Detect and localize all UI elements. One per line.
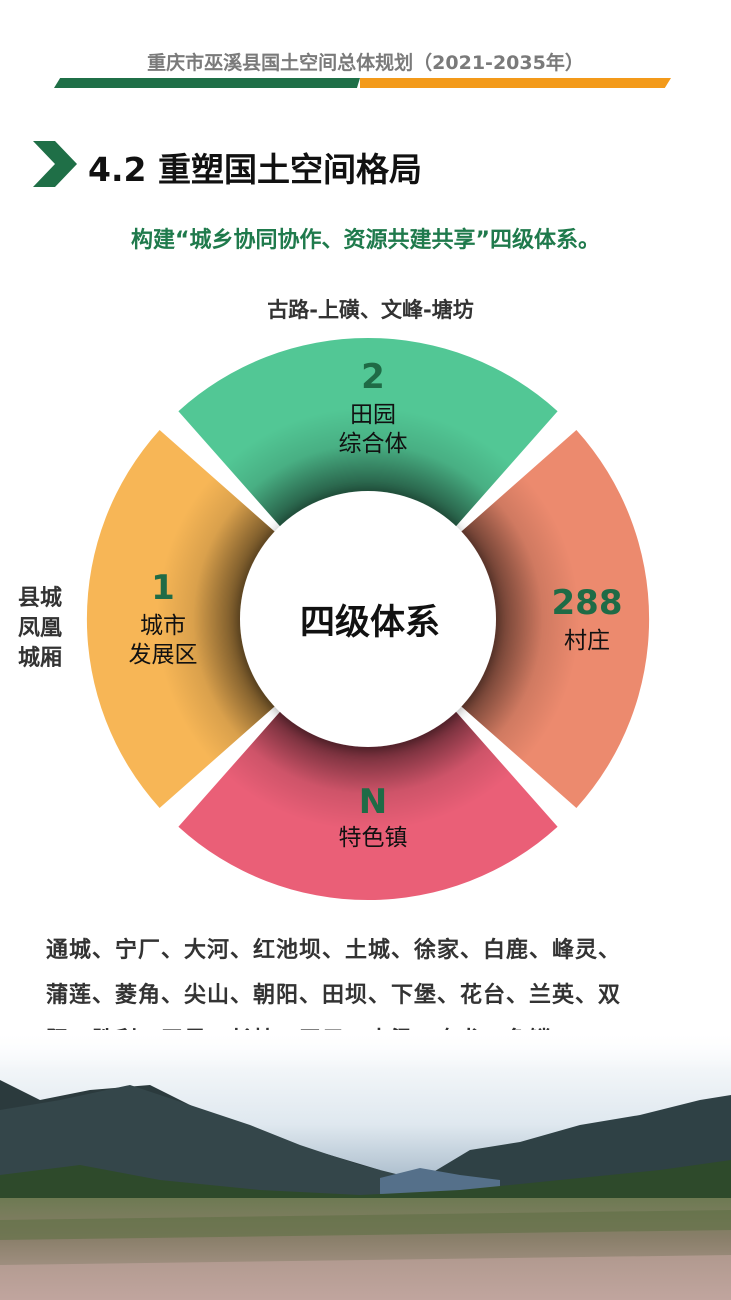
segment-top-label: 综合体: [338, 431, 408, 457]
town-list-line: 蒲莲、菱角、尖山、朝阳、田坝、下堡、花台、兰英、双: [46, 983, 622, 1008]
segment-right-number: 288: [551, 583, 623, 623]
section-title: 4.2 重塑国土空间格局: [88, 150, 422, 189]
segment-top-number: 2: [361, 357, 385, 397]
segment-right: [456, 430, 650, 808]
top-segment-caption: 古路-上磺、文峰-塘坊: [267, 298, 474, 322]
center-label: 四级体系: [299, 603, 440, 643]
center-circle: [240, 491, 496, 747]
segment-left-label: 城市: [140, 613, 186, 639]
left-caption-line: 凤凰: [18, 616, 63, 641]
left-segment-caption: 县城 凤凰 城厢: [18, 584, 74, 674]
segment-left-label: 发展区: [128, 642, 198, 668]
segment-bottom: [178, 707, 558, 901]
header-bar-green: [54, 78, 360, 88]
segment-left-number: 1: [151, 568, 175, 608]
header-bar-orange: [360, 78, 671, 88]
segment-top: [178, 337, 558, 531]
chevron-right-icon: [33, 141, 77, 187]
header-divider-bar: [54, 78, 671, 88]
town-list-line: 通城、宁厂、大河、红池坝、土城、徐家、白鹿、峰灵、: [46, 938, 622, 963]
section-subtitle: 构建“城乡协同协作、资源共建共享”四级体系。: [131, 228, 600, 253]
four-level-ring-diagram: [86, 337, 650, 901]
segment-bottom-label: 特色镇: [338, 825, 408, 851]
mountain-meadow-illustration: [0, 1030, 731, 1300]
left-caption-line: 县城: [18, 586, 63, 611]
segment-top-label: 田园: [350, 402, 396, 428]
segment-left: [86, 430, 280, 808]
segment-bottom-number: N: [358, 782, 388, 822]
segment-right-label: 村庄: [564, 628, 610, 654]
document-header-title: 重庆市巫溪县国土空间总体规划（2021-2035年）: [147, 52, 584, 74]
left-caption-line: 城厢: [18, 646, 63, 671]
